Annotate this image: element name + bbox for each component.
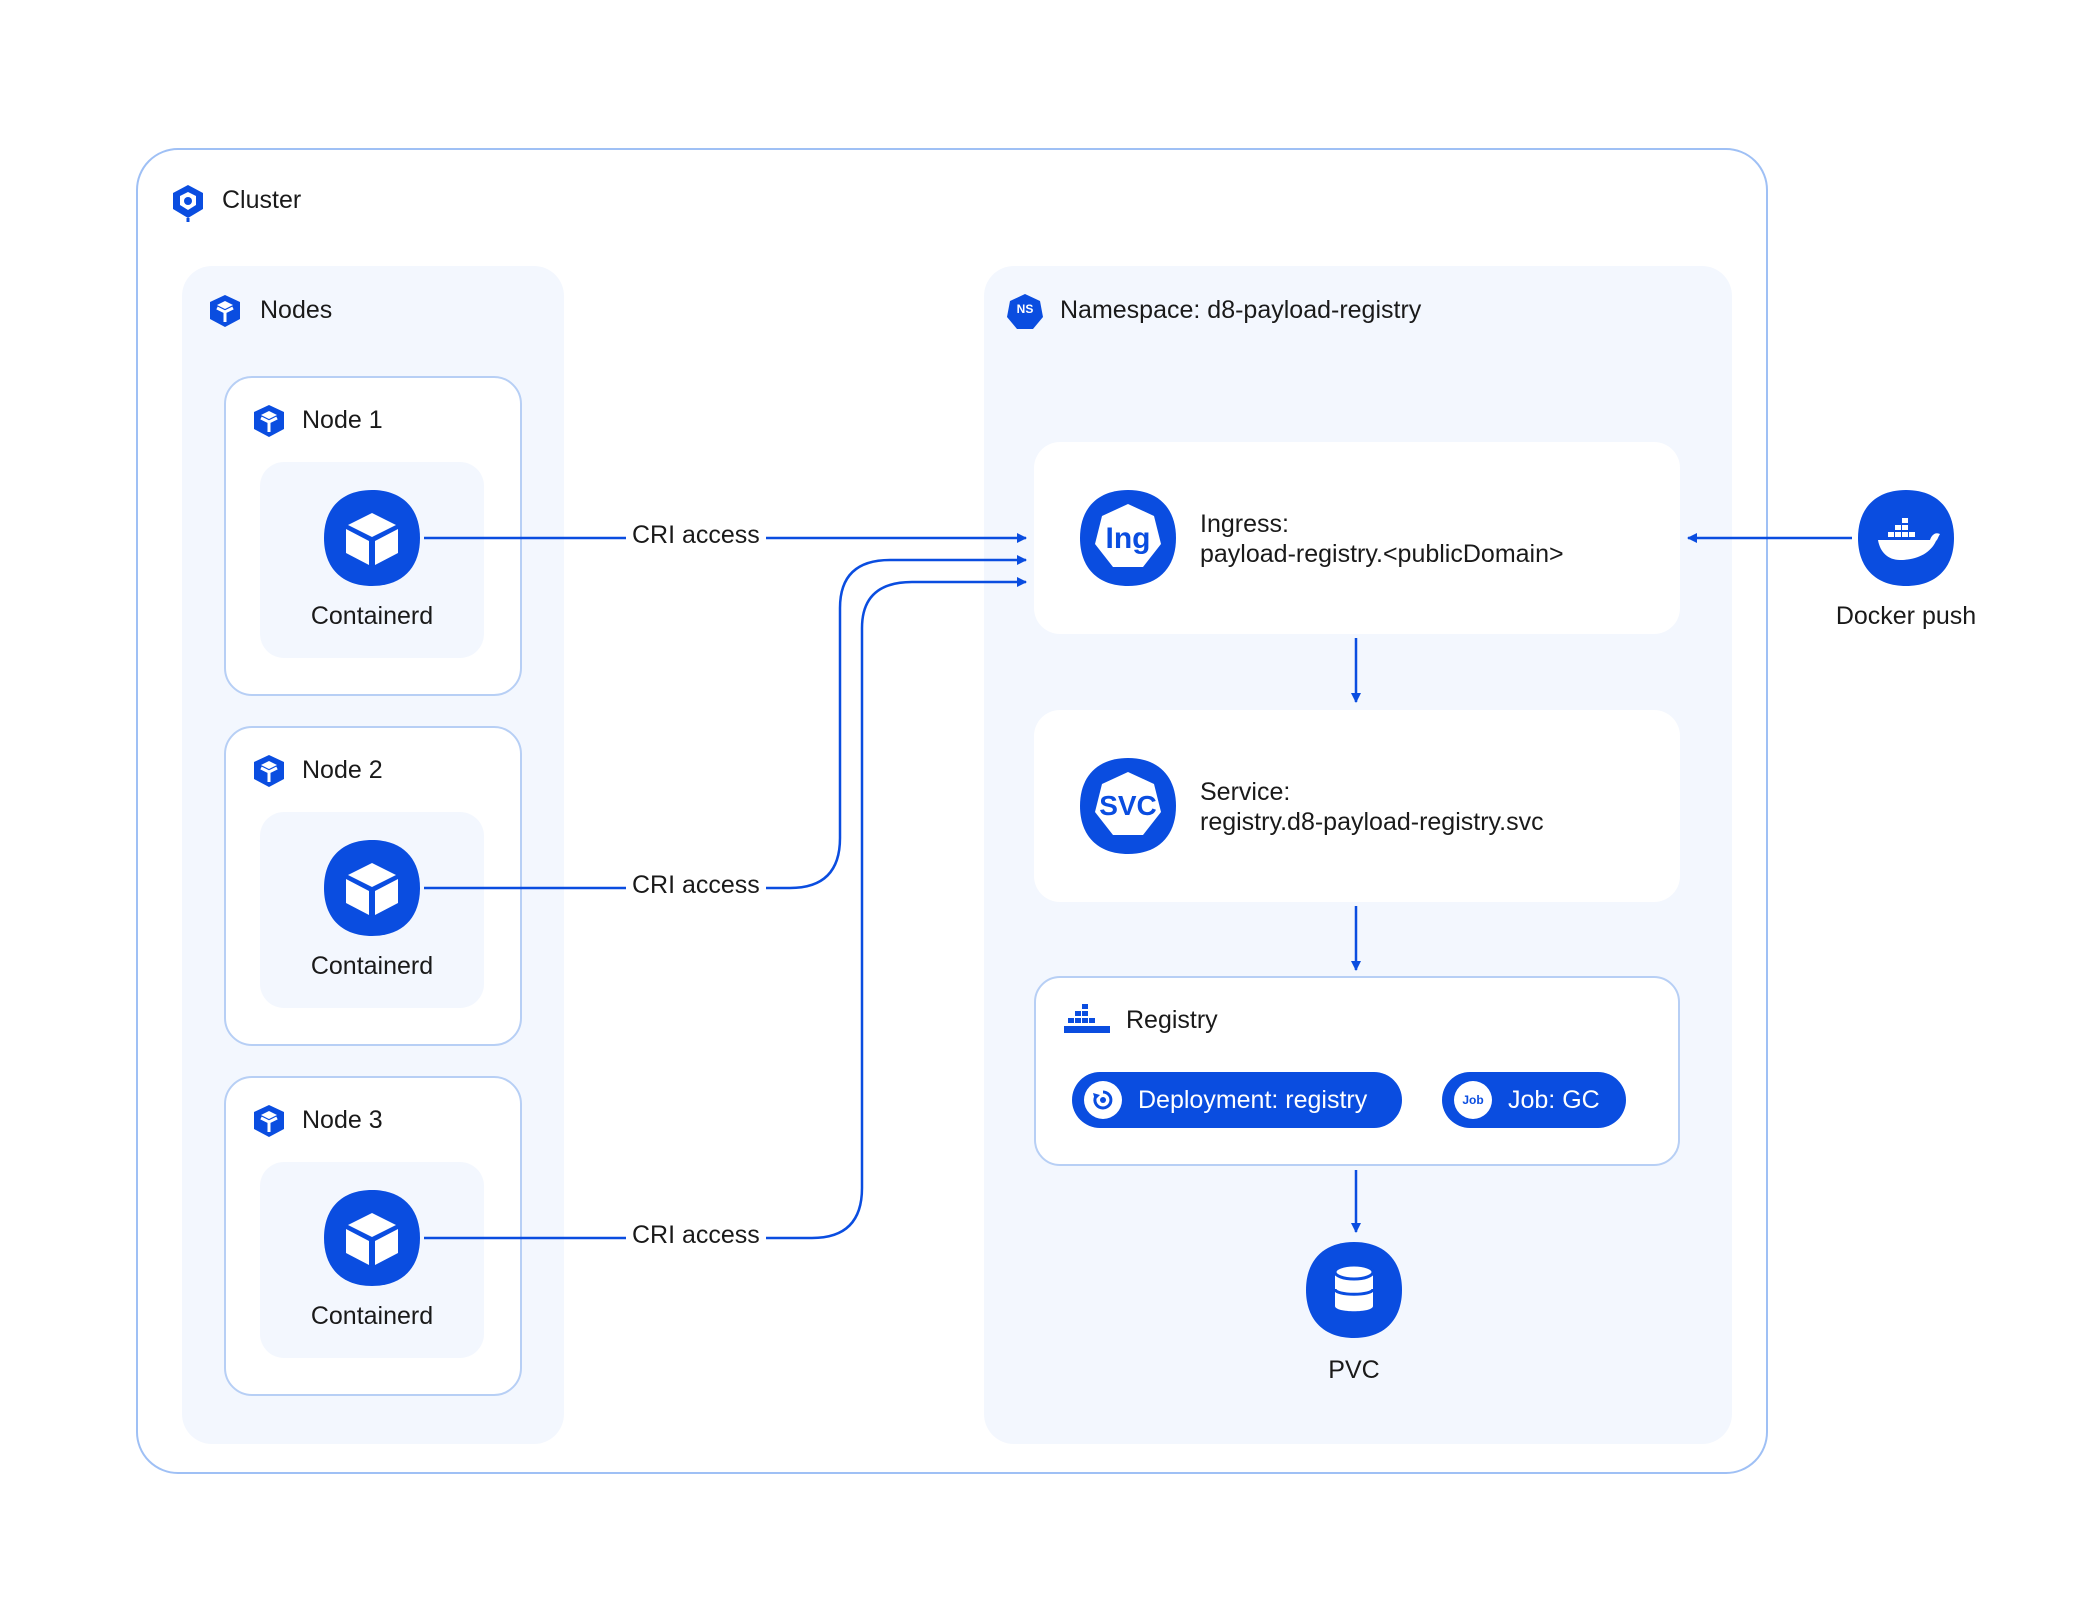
- node-title: Node 3: [302, 1106, 383, 1134]
- registry-title: Registry: [1126, 1006, 1218, 1034]
- node-title: Node 1: [302, 406, 383, 434]
- nodes-icon: [206, 292, 244, 330]
- ingress-icon: [1078, 488, 1178, 588]
- node-cube-icon: [250, 752, 288, 790]
- ingress-host: payload-registry.<publicDomain>: [1200, 540, 1564, 568]
- cluster-title: Cluster: [222, 186, 302, 214]
- deployment-label: Deployment: registry: [1138, 1085, 1368, 1114]
- pvc-label: PVC: [1328, 1356, 1380, 1384]
- cri-access-label: CRI access: [626, 871, 766, 900]
- docker-push-label: Docker push: [1835, 602, 1977, 630]
- node-cube-icon: [250, 1102, 288, 1140]
- node-title: Node 2: [302, 756, 383, 784]
- containerd-box-icon: [322, 1188, 422, 1288]
- service-host: registry.d8-payload-registry.svc: [1200, 808, 1544, 836]
- cri-access-label: CRI access: [626, 1221, 766, 1250]
- ingress-icon-text: Ing: [1105, 522, 1151, 555]
- cluster-icon: [168, 182, 208, 222]
- registry-card: [1034, 976, 1680, 1166]
- containerd-box-icon: [322, 488, 422, 588]
- deployment-pill: Deployment: registry: [1072, 1072, 1402, 1128]
- containerd-box-icon: [322, 838, 422, 938]
- containerd-label: Containerd: [310, 952, 434, 980]
- job-badge-text: Job: [1462, 1093, 1484, 1107]
- node-cube-icon: [250, 402, 288, 440]
- containerd-label: Containerd: [310, 1302, 434, 1330]
- service-icon: [1078, 756, 1178, 856]
- nodes-title: Nodes: [260, 296, 333, 324]
- ingress-label: Ingress:: [1200, 510, 1289, 538]
- service-label: Service:: [1200, 778, 1291, 806]
- service-icon-text: SVC: [1099, 790, 1157, 821]
- namespace-title: Namespace: d8-payload-registry: [1060, 296, 1422, 324]
- deployment-icon: [1084, 1081, 1122, 1119]
- database-icon: [1304, 1240, 1404, 1340]
- cri-access-label: CRI access: [626, 521, 766, 550]
- registry-whale-icon: [1064, 1002, 1110, 1034]
- job-icon: Job: [1454, 1081, 1492, 1119]
- docker-whale-icon: [1856, 488, 1956, 588]
- containerd-label: Containerd: [310, 602, 434, 630]
- job-label: Job: GC: [1508, 1085, 1600, 1114]
- namespace-badge-text: NS: [1016, 302, 1034, 316]
- job-pill: Job Job: GC: [1442, 1072, 1626, 1128]
- namespace-icon: [1006, 292, 1044, 330]
